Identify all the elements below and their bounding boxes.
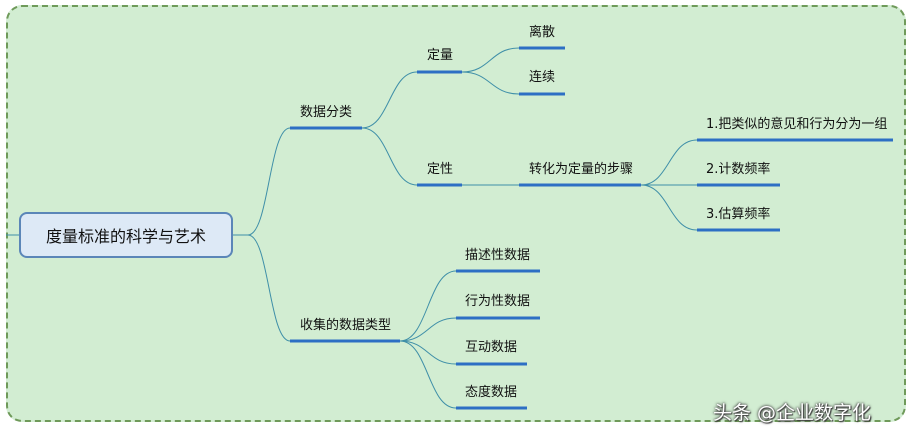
node-attitude-data[interactable]: 态度数据 — [465, 385, 518, 400]
connector-quantitative-discrete — [461, 47, 520, 73]
node-step-3[interactable]: 3.估算频率 — [706, 207, 771, 222]
connector-classification-qualitative — [361, 127, 418, 186]
connector-collected-behavioral — [399, 317, 457, 342]
underline-step-3 — [697, 228, 780, 232]
underline-attitude — [456, 406, 527, 410]
connector-collected-interaction — [399, 340, 457, 365]
node-descriptive-data[interactable]: 描述性数据 — [465, 248, 531, 263]
node-conversion-steps[interactable]: 转化为定量的步骤 — [529, 162, 634, 177]
node-discrete[interactable]: 离散 — [529, 25, 556, 40]
underline-step-1 — [697, 138, 893, 142]
connector-root-classification — [247, 127, 291, 236]
root-node[interactable]: 度量标准的科学与艺术 — [19, 212, 233, 258]
connector-collected-descriptive — [399, 270, 457, 342]
underline-quantitative — [417, 70, 462, 74]
underline-collected — [290, 339, 400, 343]
connector-classification-quantitative — [361, 71, 418, 129]
node-continuous[interactable]: 连续 — [529, 70, 556, 85]
connector-root-collected — [247, 234, 291, 342]
underline-discrete — [519, 46, 565, 50]
node-step-2[interactable]: 2.计数频率 — [706, 162, 771, 177]
node-qualitative[interactable]: 定性 — [427, 162, 454, 177]
node-quantitative[interactable]: 定量 — [427, 48, 454, 63]
underline-qualitative — [417, 183, 462, 187]
connector-quantitative-continuous — [461, 71, 520, 95]
node-collected-types[interactable]: 收集的数据类型 — [300, 318, 392, 333]
underline-descriptive — [456, 269, 540, 273]
underline-conversion-steps — [519, 183, 641, 187]
node-step-1[interactable]: 1.把类似的意见和行为分为一组 — [706, 117, 888, 132]
connector-steps-1 — [640, 139, 698, 186]
underline-interaction — [456, 362, 527, 366]
connector-steps-3 — [640, 184, 698, 231]
root-label: 度量标准的科学与艺术 — [45, 227, 206, 246]
node-interaction-data[interactable]: 互动数据 — [465, 340, 518, 355]
underline-step-2 — [697, 183, 780, 187]
connector-collected-attitude — [399, 340, 457, 409]
node-behavioral-data[interactable]: 行为性数据 — [465, 294, 531, 309]
node-data-classification[interactable]: 数据分类 — [300, 105, 353, 120]
watermark: 头条 @企业数字化 — [713, 402, 872, 424]
underline-continuous — [519, 92, 565, 96]
underline-behavioral — [456, 316, 540, 320]
underline-classification — [290, 126, 362, 130]
